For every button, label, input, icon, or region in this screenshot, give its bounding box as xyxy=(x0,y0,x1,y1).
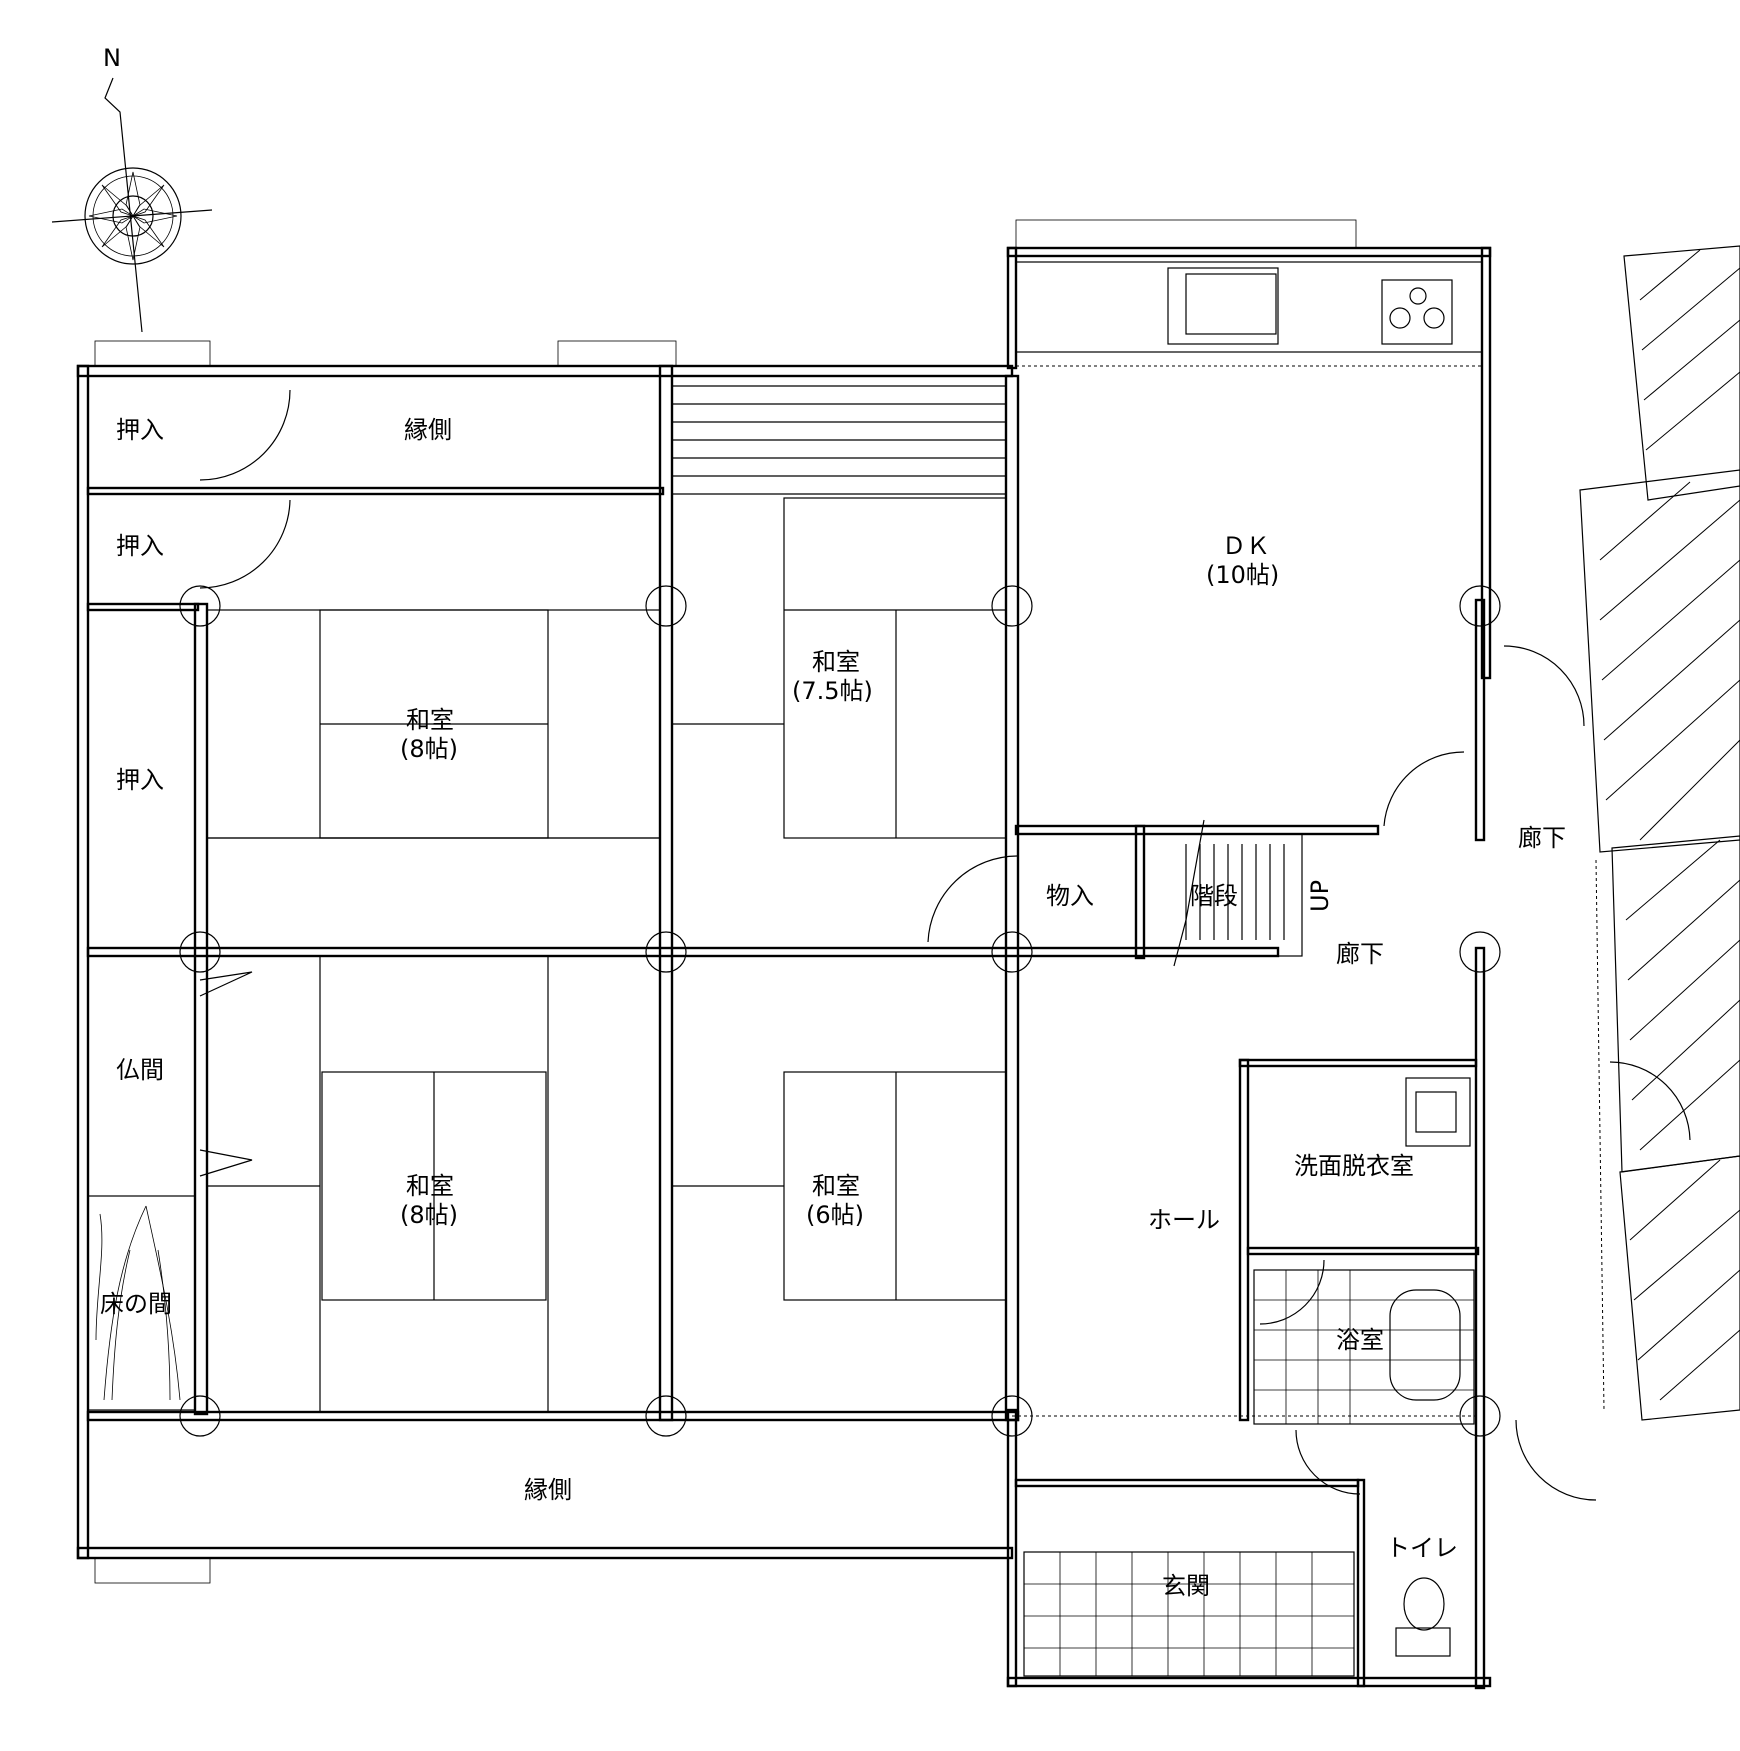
label-oshiire-2: 押入 xyxy=(116,532,164,560)
label-washitsu-75-size: (7.5帖) xyxy=(792,677,873,705)
label-washitsu-8b-name: 和室 xyxy=(406,1172,454,1200)
label-washitsu-8a-size: (8帖) xyxy=(400,735,458,763)
kitchen-counter xyxy=(1015,261,1483,367)
label-kaidan: 階段 xyxy=(1190,882,1238,910)
label-monoire: 物入 xyxy=(1046,882,1094,910)
compass-rose-icon: N xyxy=(51,44,213,333)
exterior-walls xyxy=(76,219,1492,1690)
dashed-outlines xyxy=(1007,859,1605,1548)
label-engawa-top: 縁側 xyxy=(404,416,452,444)
label-washitsu-8b-size: (8帖) xyxy=(400,1201,458,1229)
sanitary-fixtures xyxy=(1023,1077,1475,1677)
label-oshiire-3: 押入 xyxy=(116,766,164,794)
label-senmen: 洗面脱衣室 xyxy=(1294,1152,1414,1180)
compass-north-label: N xyxy=(103,44,121,72)
staircase xyxy=(1143,819,1303,967)
label-rouka-1: 廊下 xyxy=(1518,824,1566,852)
doors xyxy=(199,389,1691,1501)
interior-walls xyxy=(86,364,1501,1688)
label-rouka-2: 廊下 xyxy=(1336,940,1384,968)
label-washitsu-75-name: 和室 xyxy=(812,648,860,676)
label-butsuma: 仏間 xyxy=(116,1056,164,1084)
room-labels: 押入 縁側 押入 押入 和室 (8帖) 和室 (7.5帖) ＤＫ (10帖) 物… xyxy=(100,416,1566,1600)
label-washitsu-6-size: (6帖) xyxy=(806,1201,864,1229)
label-engawa-bottom: 縁側 xyxy=(524,1476,572,1504)
label-tokonoma: 床の間 xyxy=(100,1290,172,1318)
label-genkan: 玄関 xyxy=(1162,1572,1210,1600)
label-washitsu-8a-name: 和室 xyxy=(406,706,454,734)
label-hall: ホール xyxy=(1148,1206,1220,1234)
label-toilet: トイレ xyxy=(1386,1534,1458,1562)
label-dk-name: ＤＫ xyxy=(1222,532,1270,560)
tatami-layout xyxy=(206,497,1007,1413)
label-washitsu-6-name: 和室 xyxy=(812,1172,860,1200)
tokonoma-wood-grain xyxy=(87,1195,196,1411)
label-dk-size: (10帖) xyxy=(1206,561,1279,589)
label-oshiire-1: 押入 xyxy=(116,416,164,444)
deck-boards xyxy=(672,385,1006,495)
adjacent-building-hatch xyxy=(1579,245,1740,1421)
label-up: UP xyxy=(1306,880,1334,912)
label-yokushitsu: 浴室 xyxy=(1336,1326,1384,1354)
